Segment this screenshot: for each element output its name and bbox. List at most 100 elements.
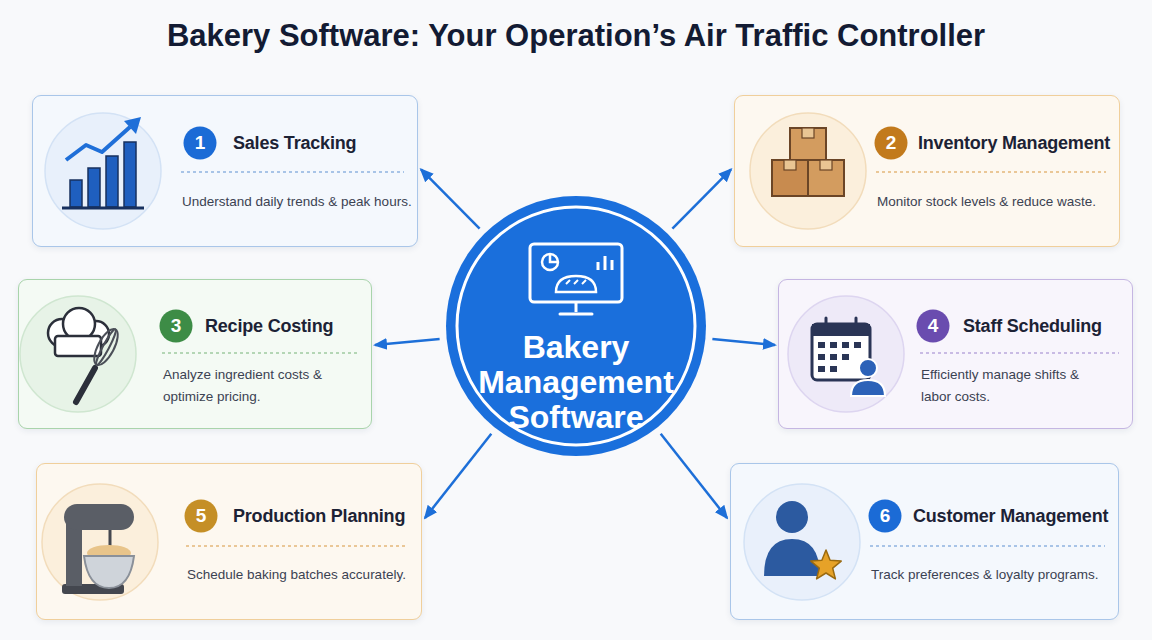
callout-number: 6	[868, 499, 902, 533]
boxes-icon	[784, 160, 796, 170]
feature-box: Customer ManagementTrack preferences & l…	[730, 463, 1119, 620]
dotted-separator	[870, 545, 1105, 547]
chef-icon	[90, 326, 123, 369]
chef-icon	[20, 296, 136, 412]
hub-circle: Bakery Management Software	[445, 195, 707, 457]
number-badge: 2	[874, 126, 908, 160]
page-title: Bakery Software: Your Operation’s Air Tr…	[0, 16, 1152, 56]
monitor-icon	[566, 280, 586, 284]
feature-title: Production Planning	[233, 504, 405, 528]
feature-description: Monitor stock levels & reduce waste.	[877, 191, 1115, 213]
calendar-icon	[830, 354, 837, 360]
callout-number: 3	[159, 309, 193, 343]
chart-icon	[66, 127, 130, 160]
number-badge: 6	[868, 499, 902, 533]
calendar-icon	[859, 359, 877, 377]
chart-icon	[45, 113, 161, 229]
boxes-icon	[750, 113, 866, 229]
mixer-icon	[109, 530, 112, 550]
monitor-icon	[542, 254, 558, 270]
hub-label: Bakery Management Software	[471, 330, 681, 435]
calendar-icon	[842, 354, 849, 360]
number-badge: 4	[916, 309, 950, 343]
boxes-icon	[808, 160, 844, 196]
connector-arrow	[712, 339, 775, 345]
feature-description: Schedule baking batches accurately.	[187, 564, 417, 586]
feature-description: Efficiently manage shifts & labor costs.	[921, 364, 1101, 408]
number-badge: 5	[184, 499, 218, 533]
chart-icon	[124, 142, 136, 207]
calendar-icon	[812, 324, 870, 380]
calendar-icon	[788, 296, 904, 412]
mixer-icon	[66, 520, 82, 586]
dotted-separator	[181, 171, 404, 173]
callout-number: 4	[916, 309, 950, 343]
connector-arrow	[661, 434, 727, 518]
badge-circle	[184, 127, 217, 160]
mixer-icon	[64, 504, 134, 530]
connector-arrow	[425, 434, 491, 518]
callout-number: 1	[183, 126, 217, 160]
mixer-icon	[62, 584, 124, 594]
monitor-icon	[611, 260, 614, 270]
monitor-icon	[597, 262, 600, 270]
dotted-separator	[162, 352, 358, 354]
customer-icon	[744, 484, 860, 600]
mixer-icon	[42, 484, 158, 600]
hub-disc	[446, 196, 706, 456]
boxes-icon	[750, 113, 866, 229]
calendar-icon	[818, 342, 861, 372]
customer-icon	[744, 484, 860, 600]
feature-box: Sales TrackingUnderstand daily trends & …	[32, 95, 418, 247]
dotted-separator	[186, 545, 408, 547]
chef-icon	[83, 321, 109, 347]
feature-box: Inventory ManagementMonitor stock levels…	[734, 95, 1120, 247]
customer-icon	[776, 501, 808, 533]
chart-icon	[106, 156, 118, 207]
mixer-icon	[87, 545, 131, 561]
callout-number: 5	[184, 499, 218, 533]
dotted-separator	[876, 171, 1106, 173]
chart-icon	[45, 113, 161, 229]
calendar-icon	[842, 342, 849, 348]
chef-icon	[63, 308, 95, 340]
customer-icon	[811, 550, 841, 579]
calendar-icon	[854, 342, 861, 348]
feature-description: Analyze ingredient costs & optimize pric…	[163, 364, 353, 408]
connector-arrow	[672, 169, 731, 228]
chart-icon	[62, 207, 144, 210]
calendar-icon	[830, 342, 837, 348]
calendar-icon	[812, 324, 870, 336]
feature-title: Recipe Costing	[205, 314, 333, 338]
chef-icon	[94, 328, 118, 366]
number-badge: 1	[183, 126, 217, 160]
chef-icon	[48, 319, 76, 347]
calendar-icon	[851, 380, 885, 396]
monitor-icon	[550, 254, 558, 262]
calendar-icon	[830, 366, 837, 372]
connector-arrow	[421, 169, 480, 228]
chart-icon	[88, 168, 100, 207]
chef-icon	[20, 296, 136, 412]
feature-description: Understand daily trends & peak hours.	[182, 191, 413, 213]
calendar-icon	[825, 318, 828, 330]
monitor-icon	[530, 244, 622, 302]
callout-number: 2	[874, 126, 908, 160]
monitor-icon	[556, 276, 596, 292]
calendar-icon	[818, 354, 825, 360]
badge-circle	[917, 310, 950, 343]
mixer-icon	[42, 484, 158, 600]
boxes-icon	[820, 160, 832, 170]
chef-icon	[55, 336, 101, 356]
feature-description: Track preferences & loyalty programs.	[871, 564, 1114, 586]
dotted-separator	[920, 352, 1119, 354]
feature-box: Recipe CostingAnalyze ingredient costs &…	[18, 279, 372, 429]
chart-icon	[70, 180, 82, 207]
mixer-icon	[84, 556, 134, 588]
monitor-icon	[560, 313, 592, 316]
boxes-icon	[772, 160, 808, 196]
feature-box: Staff SchedulingEfficiently manage shift…	[778, 279, 1133, 429]
calendar-icon	[818, 366, 825, 372]
